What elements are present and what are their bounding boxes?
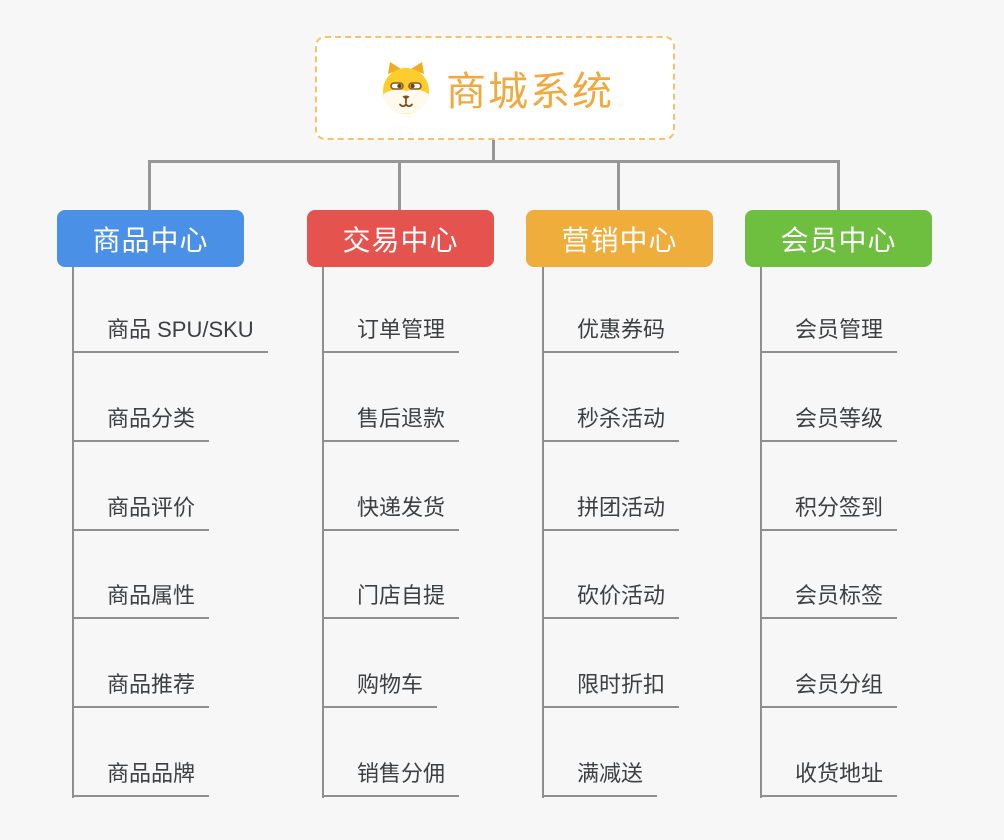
connector-drop-product (148, 160, 151, 211)
dog-icon (376, 60, 436, 116)
connector-root-stem (492, 140, 495, 162)
child-topic[interactable]: 商品评价 (74, 490, 210, 531)
child-topic[interactable]: 商品推荐 (74, 667, 210, 709)
child-topic[interactable]: 会员标签 (762, 578, 898, 620)
connector-drop-member (837, 160, 840, 211)
branch-label: 商品中心 (92, 224, 209, 256)
root-node[interactable]: 商城系统 (315, 36, 675, 140)
child-topic[interactable]: 砍价活动 (544, 578, 680, 620)
branch-product-center[interactable]: 商品中心 (57, 210, 244, 267)
child-topic[interactable]: 商品属性 (74, 578, 210, 620)
connector-drop-trade (398, 160, 401, 211)
child-topic[interactable]: 积分签到 (762, 490, 898, 531)
child-topic[interactable]: 售后退款 (324, 401, 460, 442)
child-topic[interactable]: 商品分类 (74, 401, 210, 442)
child-topic[interactable]: 门店自提 (324, 578, 460, 620)
child-topic[interactable]: 满减送 (544, 756, 658, 797)
branch-trade-center[interactable]: 交易中心 (307, 210, 494, 267)
column-product-center: 商品 SPU/SKU 商品分类 商品评价 商品属性 商品推荐 商品品牌 (72, 267, 352, 798)
child-topic[interactable]: 商品品牌 (74, 756, 210, 797)
branch-member-center[interactable]: 会员中心 (745, 210, 932, 267)
child-topic[interactable]: 会员等级 (762, 401, 898, 442)
child-topic[interactable]: 会员分组 (762, 667, 898, 709)
child-topic[interactable]: 秒杀活动 (544, 401, 680, 442)
root-title: 商城系统 (446, 70, 614, 114)
branch-label: 交易中心 (342, 224, 459, 256)
child-topic[interactable]: 拼团活动 (544, 490, 680, 531)
child-topic[interactable]: 会员管理 (762, 312, 898, 353)
child-topic[interactable]: 商品 SPU/SKU (74, 312, 268, 353)
branch-marketing-center[interactable]: 营销中心 (526, 210, 713, 267)
child-topic[interactable]: 订单管理 (324, 312, 460, 353)
child-topic[interactable]: 优惠券码 (544, 312, 680, 353)
child-topic[interactable]: 销售分佣 (324, 756, 460, 797)
column-marketing-center: 优惠券码 秒杀活动 拼团活动 砍价活动 限时折扣 满减送 (542, 267, 822, 798)
child-topic[interactable]: 收货地址 (762, 756, 898, 797)
column-trade-center: 订单管理 售后退款 快递发货 门店自提 购物车 销售分佣 (322, 267, 602, 798)
child-topic[interactable]: 快递发货 (324, 490, 460, 531)
column-member-center: 会员管理 会员等级 积分签到 会员标签 会员分组 收货地址 (760, 267, 1004, 798)
child-topic[interactable]: 购物车 (324, 667, 438, 709)
branch-label: 会员中心 (780, 224, 897, 256)
connector-horizontal-rail (148, 160, 840, 163)
connector-drop-marketing (617, 160, 620, 211)
branch-label: 营销中心 (561, 224, 678, 256)
child-topic[interactable]: 限时折扣 (544, 667, 680, 709)
